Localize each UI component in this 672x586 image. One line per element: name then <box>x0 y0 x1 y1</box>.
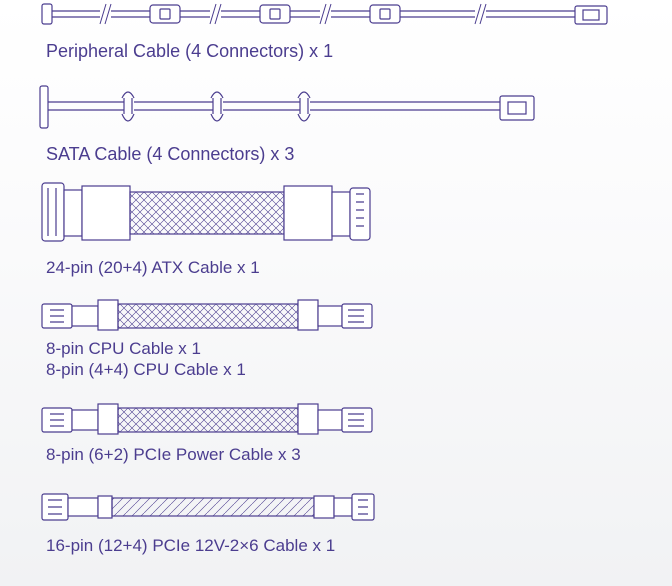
atx-24pin-cable-label: 24-pin (20+4) ATX Cable x 1 <box>46 258 260 277</box>
atx-24pin-cable-drawing <box>41 182 371 242</box>
pcie-16pin-cable-drawing <box>41 493 375 521</box>
pcie-power-cable-label: 8-pin (6+2) PCIe Power Cable x 3 <box>46 445 301 464</box>
sata-cable-drawing <box>39 85 535 129</box>
cpu-8pin-cable-label: 8-pin CPU Cable x 1 <box>46 339 201 358</box>
pcie-8pin-cable-drawing <box>41 403 373 435</box>
peripheral-cable-drawing <box>41 3 608 25</box>
peripheral-cable-label: Peripheral Cable (4 Connectors) x 1 <box>46 41 334 61</box>
pcie-12v-2x6-cable-label: 16-pin (12+4) PCIe 12V-2×6 Cable x 1 <box>46 536 336 555</box>
cpu-8pin-cable-drawing <box>41 299 373 331</box>
sata-cable-label: SATA Cable (4 Connectors) x 3 <box>46 144 295 164</box>
cpu-4plus4-cable-label: 8-pin (4+4) CPU Cable x 1 <box>46 360 246 379</box>
